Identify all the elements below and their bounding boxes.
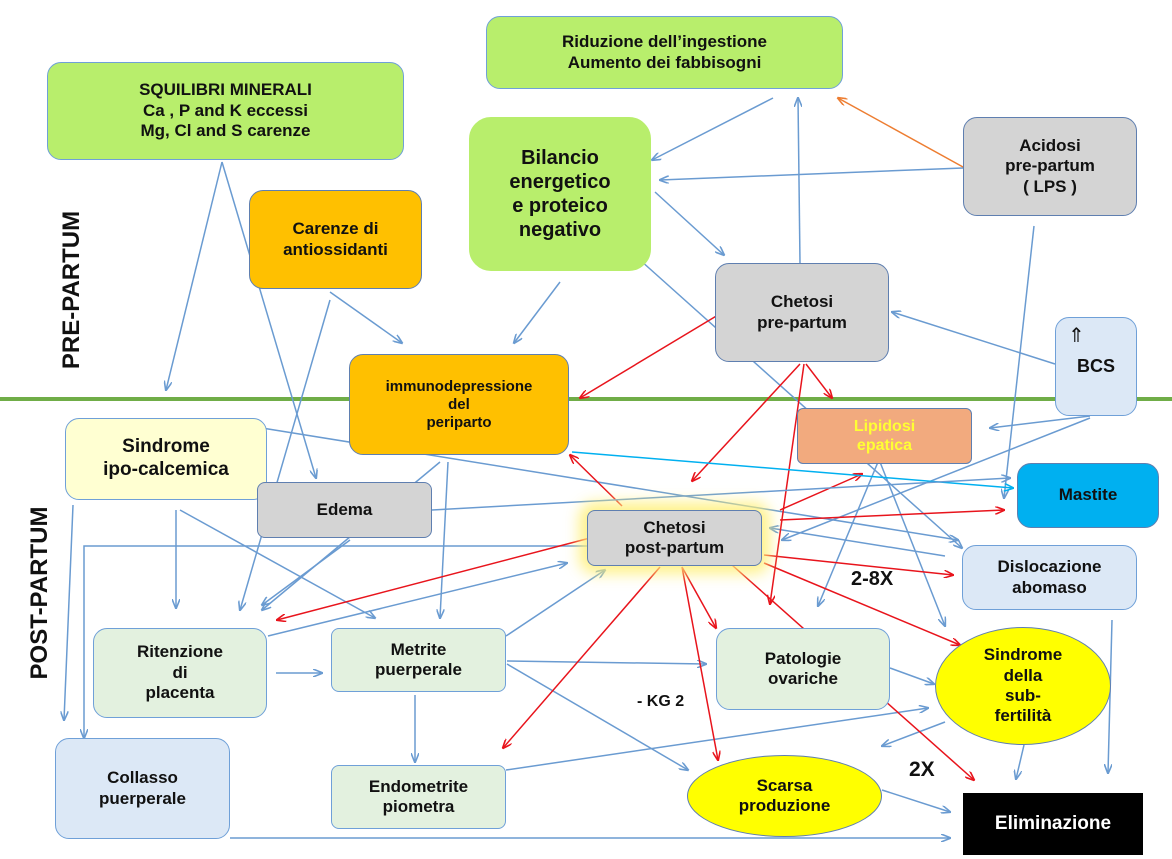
arrow-chetosi-post-to-mastite: [779, 510, 1004, 521]
arrow-edema-to-mastite: [431, 478, 1010, 511]
node-eliminazione: Eliminazione: [963, 793, 1143, 855]
arrow-patologie-to-subfert: [889, 667, 934, 684]
node-collasso-puerperale: Collasso puerperale: [55, 738, 230, 839]
arrow-lipidosi-to-subfert: [879, 461, 945, 626]
node-riduzione-ingestione: Riduzione dell’ingestione Aumento dei fa…: [486, 16, 843, 89]
label-kg2: - KG 2: [637, 693, 685, 710]
arrow-subfert-to-eliminazione: [1016, 744, 1025, 779]
arrow-chetosi-post-to-subfert: [763, 562, 960, 645]
arrow-acidosi-to-mastite: [1004, 225, 1035, 498]
node-bilancio-energetico: Bilancio energetico e proteico negativo: [469, 117, 651, 271]
arrow-metrite-to-patologie: [506, 661, 706, 664]
node-metrite-puerperale: Metrite puerperale: [331, 628, 506, 692]
arrow-acidosi-to-riduzione: [838, 98, 964, 168]
arrow-chetosi-post-to-lipidosi: [779, 474, 862, 511]
arrow-bilancio-to-dislocazione: [639, 259, 962, 548]
arrow-bcs-to-chetosi-pre: [892, 312, 1056, 365]
arrow-chetosi-pre-to-lipidosi: [805, 363, 832, 398]
arrow-precut-to-collasso: [64, 504, 74, 720]
arrow-chetosi-pre-to-chetosi-post: [692, 363, 801, 481]
node-sindrome-sub-fertilita: Sindrome della sub- fertilità: [935, 627, 1111, 745]
node-dislocazione-abomaso: Dislocazione abomaso: [962, 545, 1137, 610]
arrow-bcs-to-lipidosi: [990, 415, 1091, 428]
arrow-ipo-to-metrite: [179, 509, 375, 618]
node-lipidosi-epatica: Lipidosi epatica: [797, 408, 972, 464]
bcs-up-arrow-icon: ⇑: [1068, 325, 1085, 347]
arrow-scarsa-to-eliminazione: [881, 789, 950, 812]
node-mastite: Mastite: [1017, 463, 1159, 528]
arrow-chetosi-pre-to-eliminazione: [770, 363, 805, 604]
arrow-chetosi-post-to-immuno: [570, 455, 623, 507]
arrow-chetosi-pre-to-immuno: [580, 314, 719, 398]
bcs-label: BCS: [1076, 356, 1115, 376]
arrow-chetosi-post-to-scarsa: [681, 566, 718, 760]
arrow-endometrite-to-subfert: [505, 708, 928, 771]
arrow-squilibri-to-precut: [166, 161, 223, 390]
arrow-metrite-to-scarsa: [506, 663, 688, 770]
arrow-dislocazione-to-chetosi-post: [770, 528, 946, 557]
arrow-subfert-to-scarsa: [882, 721, 946, 746]
node-ritenzione-placenta: Ritenzione di placenta: [93, 628, 267, 718]
node-squilibri-minerali: SQUILIBRI MINERALI Ca , P and K eccessi …: [47, 62, 404, 160]
node-carenze-antiossidanti: Carenze di antiossidanti: [249, 190, 422, 289]
label-2-8x: 2-8X: [851, 568, 894, 590]
arrow-chetosi-post-to-collasso: [84, 545, 587, 738]
label-2x: 2X: [909, 758, 935, 781]
node-acidosi-pre-partum: Acidosi pre-partum ( LPS ): [963, 117, 1137, 216]
arrow-chetosi-post-to-ritenzione: [277, 537, 591, 620]
node-patologie-ovariche: Patologie ovariche: [716, 628, 890, 710]
arrow-chetosi-pre-to-riduzione: [798, 98, 800, 264]
arrow-carenze-to-immuno: [329, 291, 402, 343]
node-scarsa-produzione: Scarsa produzione: [687, 755, 882, 837]
arrow-ritenzione-to-chetosi-post: [267, 563, 567, 637]
node-chetosi-pre-partum: Chetosi pre-partum: [715, 263, 889, 362]
arrow-group: [64, 97, 1113, 838]
arrow-carenze-to-ritenzione: [240, 299, 331, 610]
arrow-chetosi-post-to-dislocazione: [763, 554, 953, 575]
post-partum-label: POST-PARTUM: [26, 506, 53, 680]
node-sindrome-ipo-calcemica: Sindrome ipo-calcemica: [65, 418, 267, 500]
arrow-squilibri-to-edema: [221, 161, 316, 478]
arrow-immuno-to-metrite: [440, 461, 449, 618]
node-chetosi-post-partum: Chetosi post-partum: [587, 510, 762, 566]
arrow-chetosi-post-to-endometrite: [503, 566, 661, 748]
arrow-bilancio-to-chetosi-pre: [654, 191, 724, 255]
arrow-chetosi-post-to-patologie: [681, 566, 716, 628]
arrow-metrite-to-chetosi-post: [505, 570, 605, 637]
node-immunodepressione: immunodepressione del periparto: [349, 354, 569, 455]
node-edema: Edema: [257, 482, 432, 538]
arrow-bilancio-to-immuno: [514, 281, 561, 343]
arrow-acidosi-to-bilancio: [660, 167, 964, 180]
node-bcs: ⇑ BCS: [1055, 317, 1137, 416]
pre-partum-label: PRE-PARTUM: [58, 210, 85, 370]
arrow-riduzione-to-bilancio: [652, 97, 774, 160]
node-endometrite-piometra: Endometrite piometra: [331, 765, 506, 829]
arrow-dislocazione-to-eliminazione: [1108, 619, 1113, 773]
